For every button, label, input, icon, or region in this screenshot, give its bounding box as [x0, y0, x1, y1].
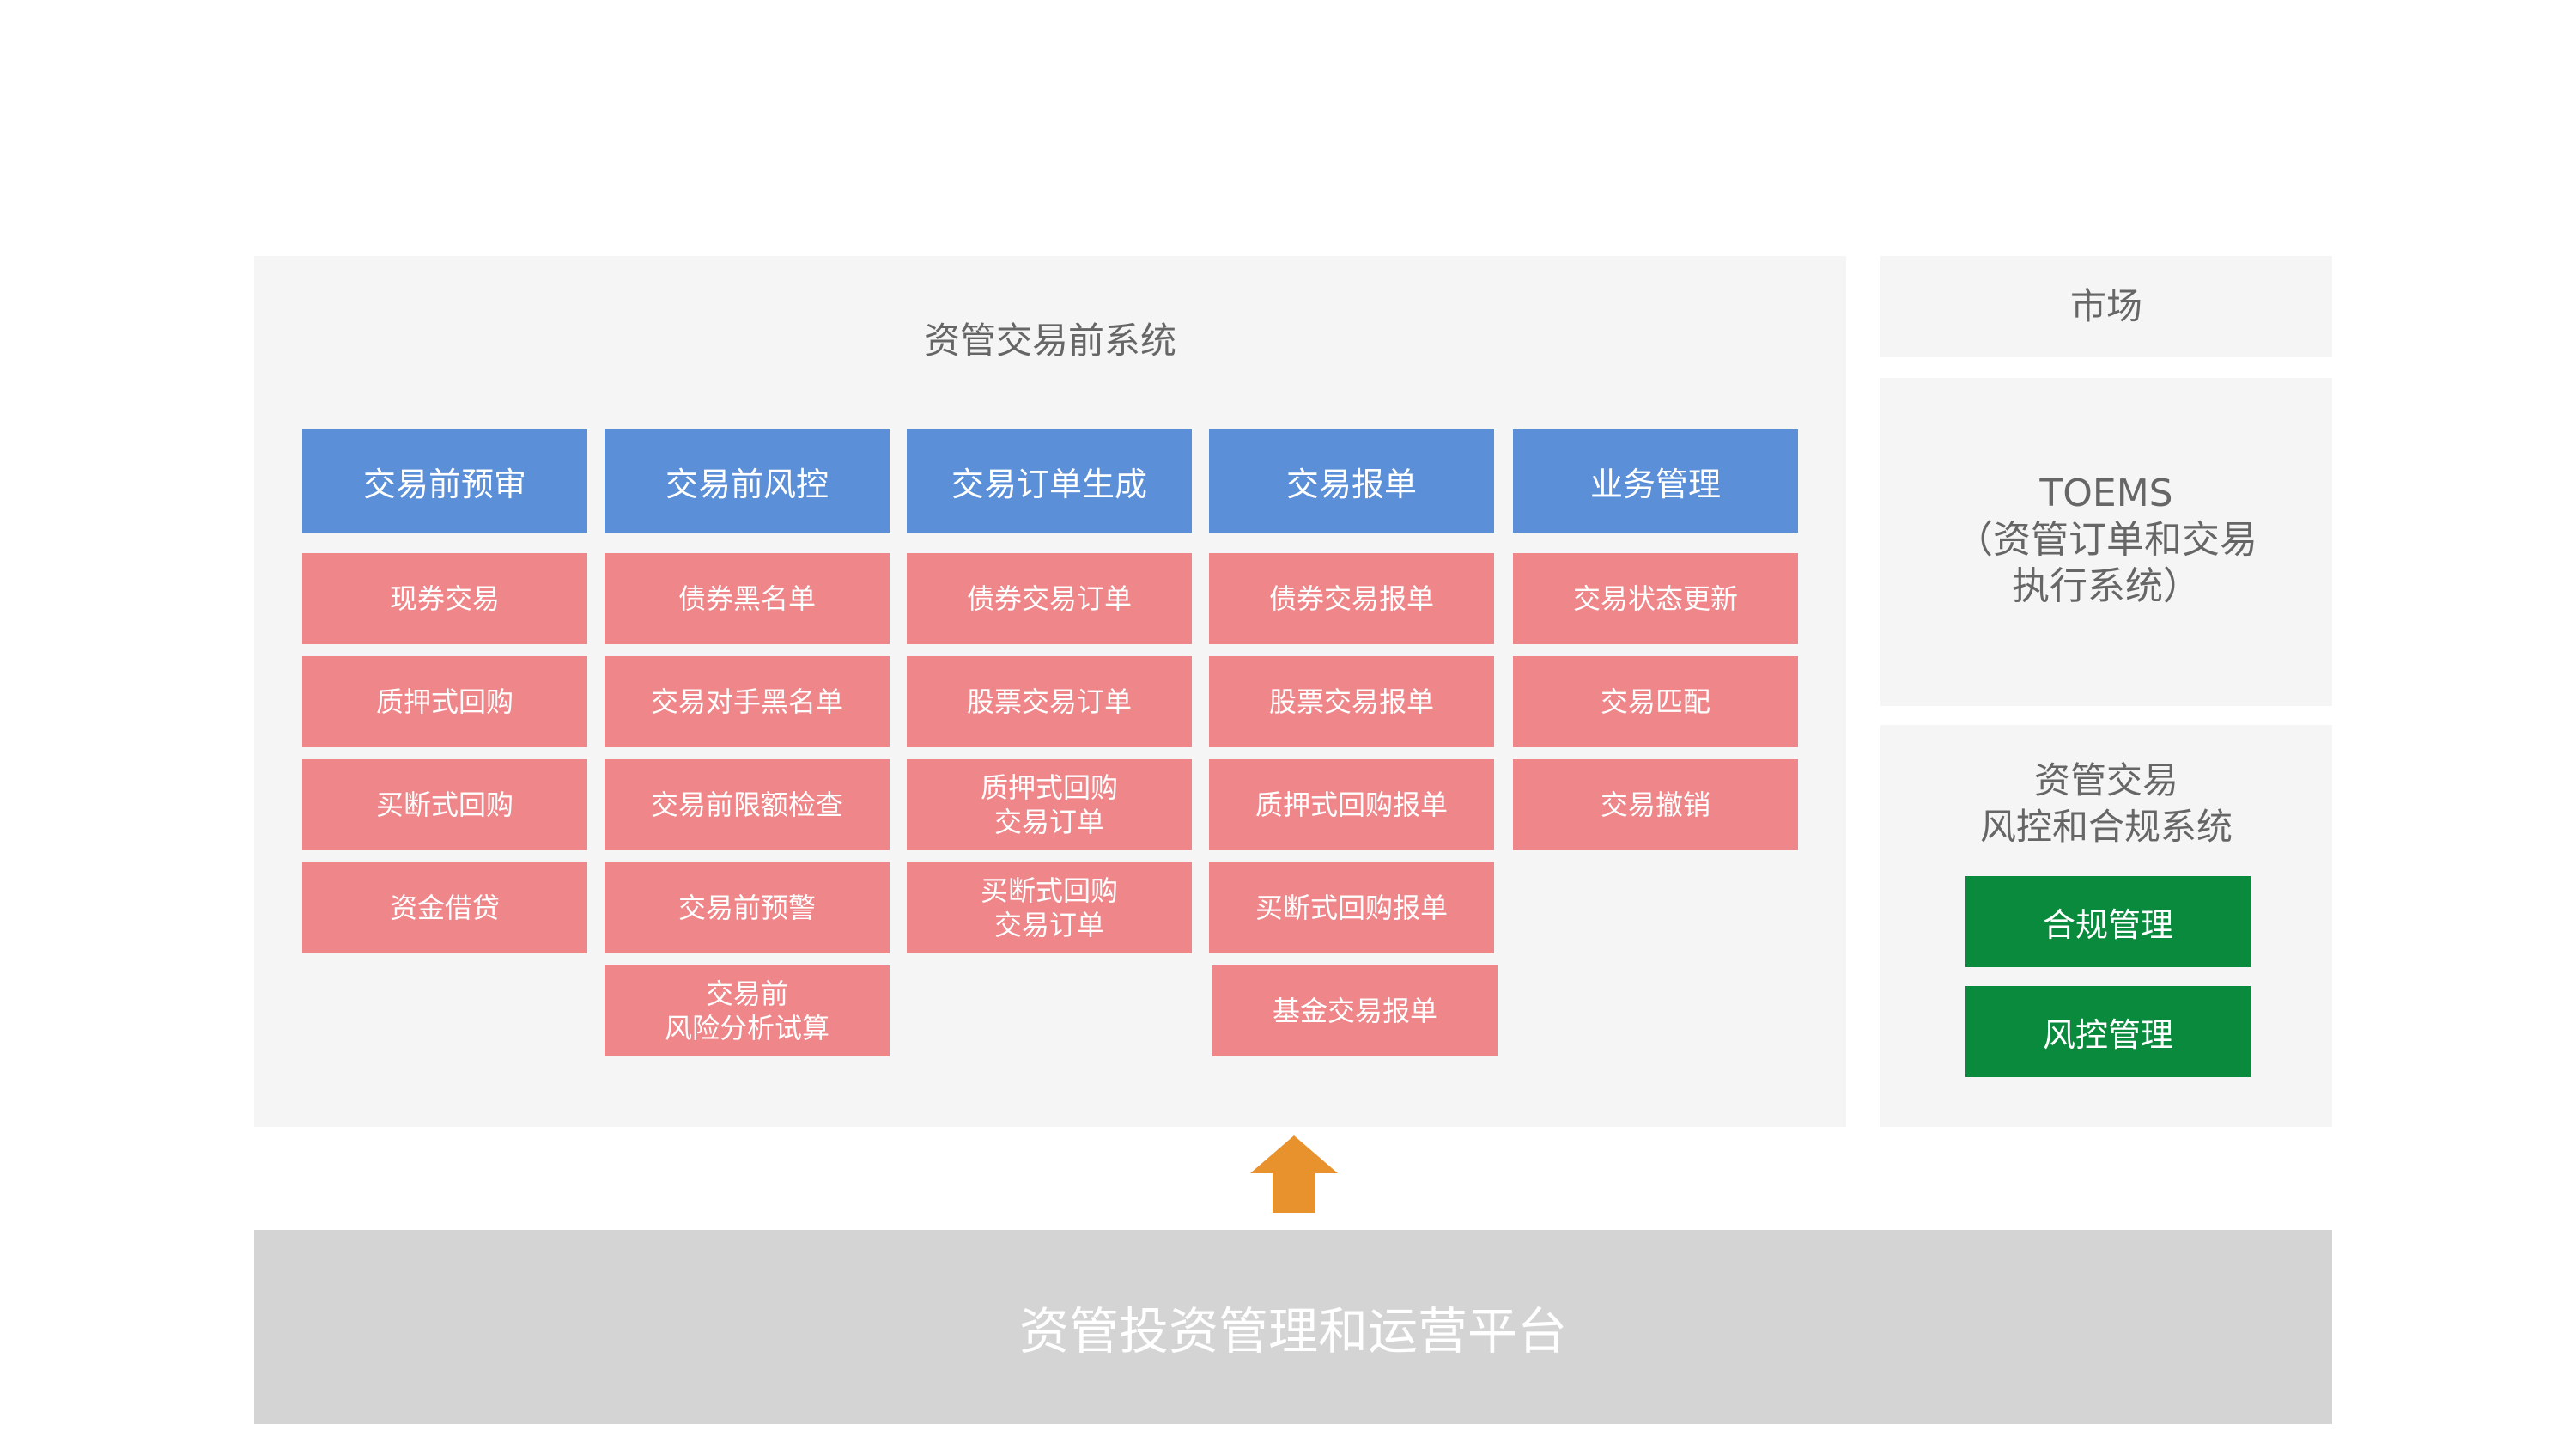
item-pre-trade-risk-analysis: 交易前 风险分析试算	[605, 965, 890, 1056]
item-trade-matching: 交易匹配	[1513, 656, 1798, 747]
item-stock-trade-order: 股票交易订单	[907, 656, 1192, 747]
toems-panel	[1880, 378, 2332, 706]
up-arrow-icon	[1250, 1135, 1338, 1213]
item-bond-trade-order: 债券交易订单	[907, 553, 1192, 644]
compliance-management-box: 合规管理	[1965, 876, 2251, 967]
item-pledged-repo-report: 质押式回购报单	[1209, 759, 1494, 850]
item-pre-trade-limit-check: 交易前限额检查	[605, 759, 890, 850]
risk-management-box: 风控管理	[1965, 986, 2251, 1077]
item-outright-repo-order: 买断式回购 交易订单	[907, 862, 1192, 953]
item-pre-trade-warning: 交易前预警	[605, 862, 890, 953]
header-pre-trade-review: 交易前预审	[302, 429, 587, 533]
toems-title: TOEMS （资管订单和交易 执行系统）	[1955, 472, 2257, 608]
item-bond-trade-report: 债券交易报单	[1209, 553, 1494, 644]
item-pledged-repo: 质押式回购	[302, 656, 587, 747]
header-trade-submission: 交易报单	[1209, 429, 1494, 533]
item-counterparty-blacklist: 交易对手黑名单	[605, 656, 890, 747]
item-fund-lending: 资金借贷	[302, 862, 587, 953]
item-bond-blacklist: 债券黑名单	[605, 553, 890, 644]
item-trade-cancellation: 交易撤销	[1513, 759, 1798, 850]
market-panel	[1880, 256, 2332, 357]
item-trade-status-update: 交易状态更新	[1513, 553, 1798, 644]
pre-trade-system-title: 资管交易前系统	[923, 320, 1176, 362]
item-pledged-repo-order: 质押式回购 交易订单	[907, 759, 1192, 850]
item-fund-trade-report: 基金交易报单	[1212, 965, 1498, 1056]
market-title: 市场	[2069, 285, 2142, 327]
header-order-generation: 交易订单生成	[907, 429, 1192, 533]
item-outright-repo: 买断式回购	[302, 759, 587, 850]
investment-operations-platform: 资管投资管理和运营平台	[254, 1230, 2332, 1424]
header-business-management: 业务管理	[1513, 429, 1798, 533]
item-outright-repo-report: 买断式回购报单	[1209, 862, 1494, 953]
risk-compliance-title: 资管交易 风控和合规系统	[1979, 759, 2233, 848]
item-stock-trade-report: 股票交易报单	[1209, 656, 1494, 747]
header-pre-trade-risk-control: 交易前风控	[605, 429, 890, 533]
item-cash-bond-trading: 现券交易	[302, 553, 587, 644]
